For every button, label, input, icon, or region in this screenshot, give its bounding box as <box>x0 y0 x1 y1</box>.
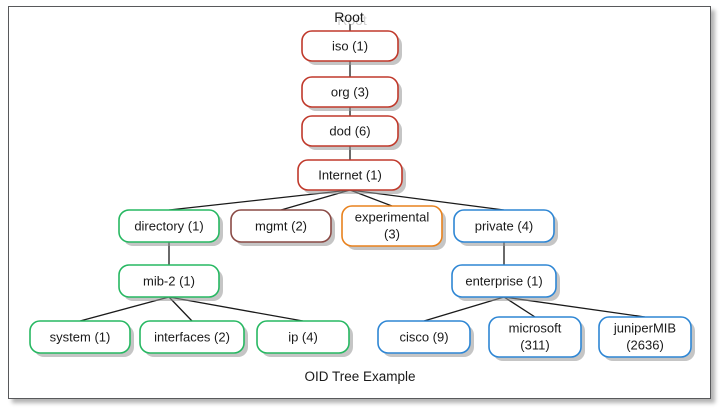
node-label-private: private (4) <box>475 218 534 233</box>
node-ip[interactable]: ip (4) <box>256 320 353 357</box>
nodes-layer: iso (1) org (3) dod (6) Internet (1) directo… <box>29 30 695 361</box>
node-mib2[interactable]: mib-2 (1) <box>118 264 223 301</box>
node-label-juniper-line2: (2636) <box>626 337 664 352</box>
node-box-enterprise[interactable] <box>451 264 557 298</box>
node-label-org: org (3) <box>331 84 369 99</box>
node-box-system[interactable] <box>29 320 131 354</box>
node-label-enterprise: enterprise (1) <box>465 273 542 288</box>
node-box-iso[interactable] <box>301 30 399 62</box>
node-box-mib2[interactable] <box>118 264 220 298</box>
node-experimental[interactable]: experimental (3) <box>341 205 446 250</box>
node-label-interfaces: interfaces (2) <box>154 329 230 344</box>
node-mgmt[interactable]: mgmt (2) <box>230 209 335 246</box>
root-label: Root <box>334 9 364 25</box>
node-label-experimental-line2: (3) <box>384 226 400 241</box>
node-label-system: system (1) <box>50 329 111 344</box>
node-label-directory: directory (1) <box>134 218 203 233</box>
node-box-interfaces[interactable] <box>139 320 245 354</box>
node-label-juniper: juniperMIB <box>613 320 676 335</box>
node-box-juniper[interactable] <box>598 316 692 358</box>
node-directory[interactable]: directory (1) <box>118 209 223 246</box>
node-box-ip[interactable] <box>256 320 350 354</box>
node-box-dod[interactable] <box>301 115 399 147</box>
node-microsoft[interactable]: microsoft (311) <box>488 316 585 361</box>
node-juniper[interactable]: juniperMIB (2636) <box>598 316 695 361</box>
node-label-experimental: experimental <box>355 209 430 224</box>
node-label-internet: Internet (1) <box>318 167 382 182</box>
node-label-cisco: cisco (9) <box>399 329 448 344</box>
node-internet[interactable]: Internet (1) <box>297 159 406 194</box>
node-label-iso: iso (1) <box>332 38 368 53</box>
node-iso[interactable]: iso (1) <box>301 30 402 65</box>
node-box-directory[interactable] <box>118 209 220 243</box>
node-enterprise[interactable]: enterprise (1) <box>451 264 560 301</box>
node-label-dod: dod (6) <box>329 123 370 138</box>
node-interfaces[interactable]: interfaces (2) <box>139 320 248 357</box>
node-box-microsoft[interactable] <box>488 316 582 358</box>
node-label-microsoft: microsoft <box>509 320 562 335</box>
node-label-ip: ip (4) <box>288 329 318 344</box>
node-private[interactable]: private (4) <box>453 209 558 246</box>
node-box-private[interactable] <box>453 209 555 243</box>
node-box-internet[interactable] <box>297 159 403 191</box>
node-label-mib2: mib-2 (1) <box>143 273 195 288</box>
root-label-shadow: Root <box>337 12 367 28</box>
node-box-mgmt[interactable] <box>230 209 332 243</box>
root-label-group: Root Root <box>334 9 367 28</box>
node-org[interactable]: org (3) <box>301 76 402 111</box>
node-dod[interactable]: dod (6) <box>301 115 402 150</box>
node-cisco[interactable]: cisco (9) <box>377 320 474 357</box>
node-label-microsoft-line2: (311) <box>520 337 549 352</box>
node-box-cisco[interactable] <box>377 320 471 354</box>
diagram-caption: OID Tree Example <box>304 369 415 384</box>
node-system[interactable]: system (1) <box>29 320 134 357</box>
node-label-mgmt: mgmt (2) <box>255 218 307 233</box>
node-box-org[interactable] <box>301 76 399 108</box>
node-box-experimental[interactable] <box>341 205 443 247</box>
